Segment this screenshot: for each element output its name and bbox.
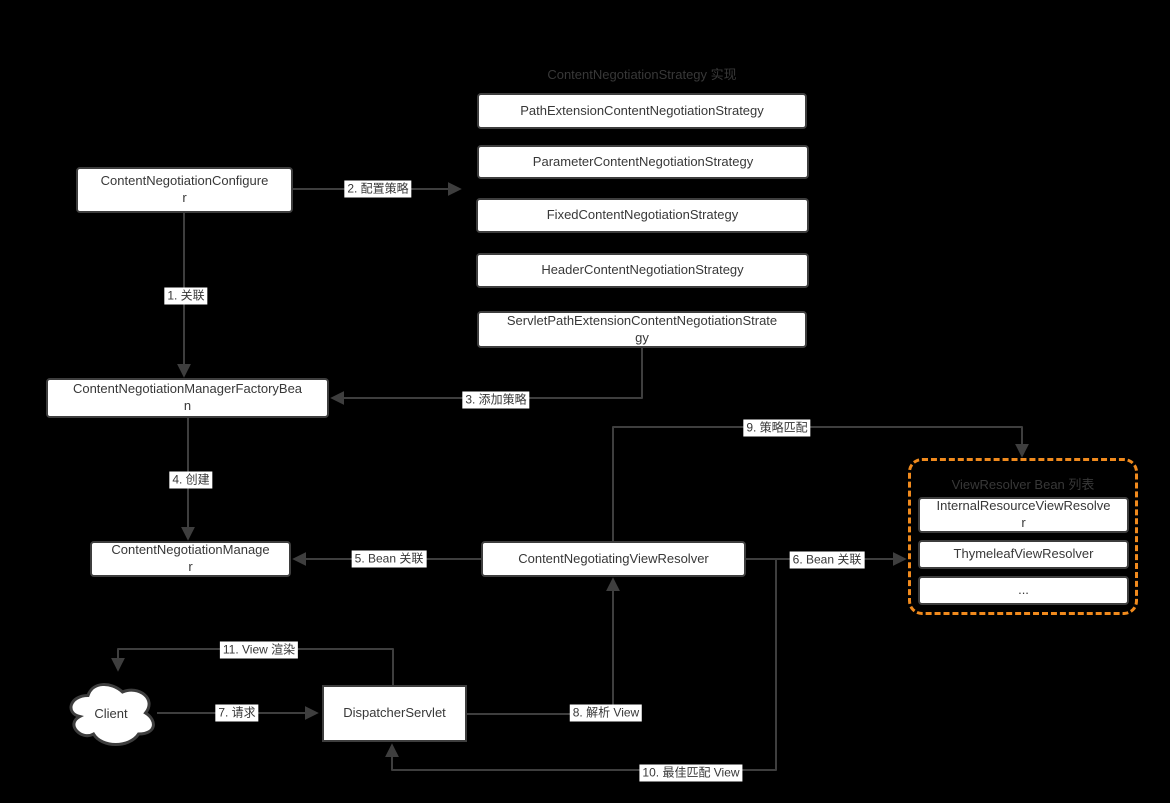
node-manager-factory-bean: ContentNegotiationManagerFactoryBea n: [46, 378, 329, 418]
node-client: Client: [62, 674, 160, 752]
edge-label-6: 6. Bean 关联: [789, 551, 865, 569]
edge-8-resolve-view-line: [467, 577, 620, 715]
edge-9-strategy-match-line: [612, 426, 1029, 541]
node-thymeleaf-view-resolver: ThymeleafViewResolver: [918, 540, 1129, 569]
edge-label-5: 5. Bean 关联: [351, 550, 427, 568]
view-resolver-group-title: ViewResolver Bean 列表: [951, 477, 1095, 492]
edge-label-4: 4. 创建: [169, 471, 213, 489]
edge-label-1: 1. 关联: [164, 287, 208, 305]
node-servlet-path-extension-strategy: ServletPathExtensionContentNegotiationSt…: [477, 311, 807, 348]
edge-label-7: 7. 请求: [215, 704, 259, 722]
node-internal-resource-view-resolver: InternalResourceViewResolve r: [918, 497, 1129, 533]
node-parameter-strategy: ParameterContentNegotiationStrategy: [477, 145, 809, 179]
edge-label-11: 11. View 渲染: [219, 641, 299, 659]
edge-3-add-strategy-line: [330, 348, 643, 405]
node-content-negotiating-view-resolver: ContentNegotiatingViewResolver: [481, 541, 746, 577]
node-dispatcher-servlet: DispatcherServlet: [322, 685, 467, 742]
edge-label-9: 9. 策略匹配: [743, 419, 811, 437]
node-path-extension-strategy: PathExtensionContentNegotiationStrategy: [477, 93, 807, 129]
cloud-icon: [69, 683, 155, 746]
node-fixed-strategy: FixedContentNegotiationStrategy: [476, 198, 809, 233]
edge-label-8: 8. 解析 View: [569, 704, 643, 722]
edge-10-best-match-view-line: [385, 559, 777, 771]
edge-label-2: 2. 配置策略: [344, 180, 412, 198]
client-label: Client: [94, 705, 128, 721]
edge-label-3: 3. 添加策略: [462, 391, 530, 409]
edge-label-10: 10. 最佳匹配 View: [639, 764, 743, 782]
node-content-negotiation-configurer: ContentNegotiationConfigure r: [76, 167, 293, 213]
node-content-negotiation-manager: ContentNegotiationManage r: [90, 541, 291, 577]
node-header-strategy: HeaderContentNegotiationStrategy: [476, 253, 809, 288]
node-view-resolver-more: ...: [918, 576, 1129, 605]
strategy-group-title: ContentNegotiationStrategy 实现: [547, 67, 737, 82]
view-resolver-group: [908, 458, 1138, 615]
